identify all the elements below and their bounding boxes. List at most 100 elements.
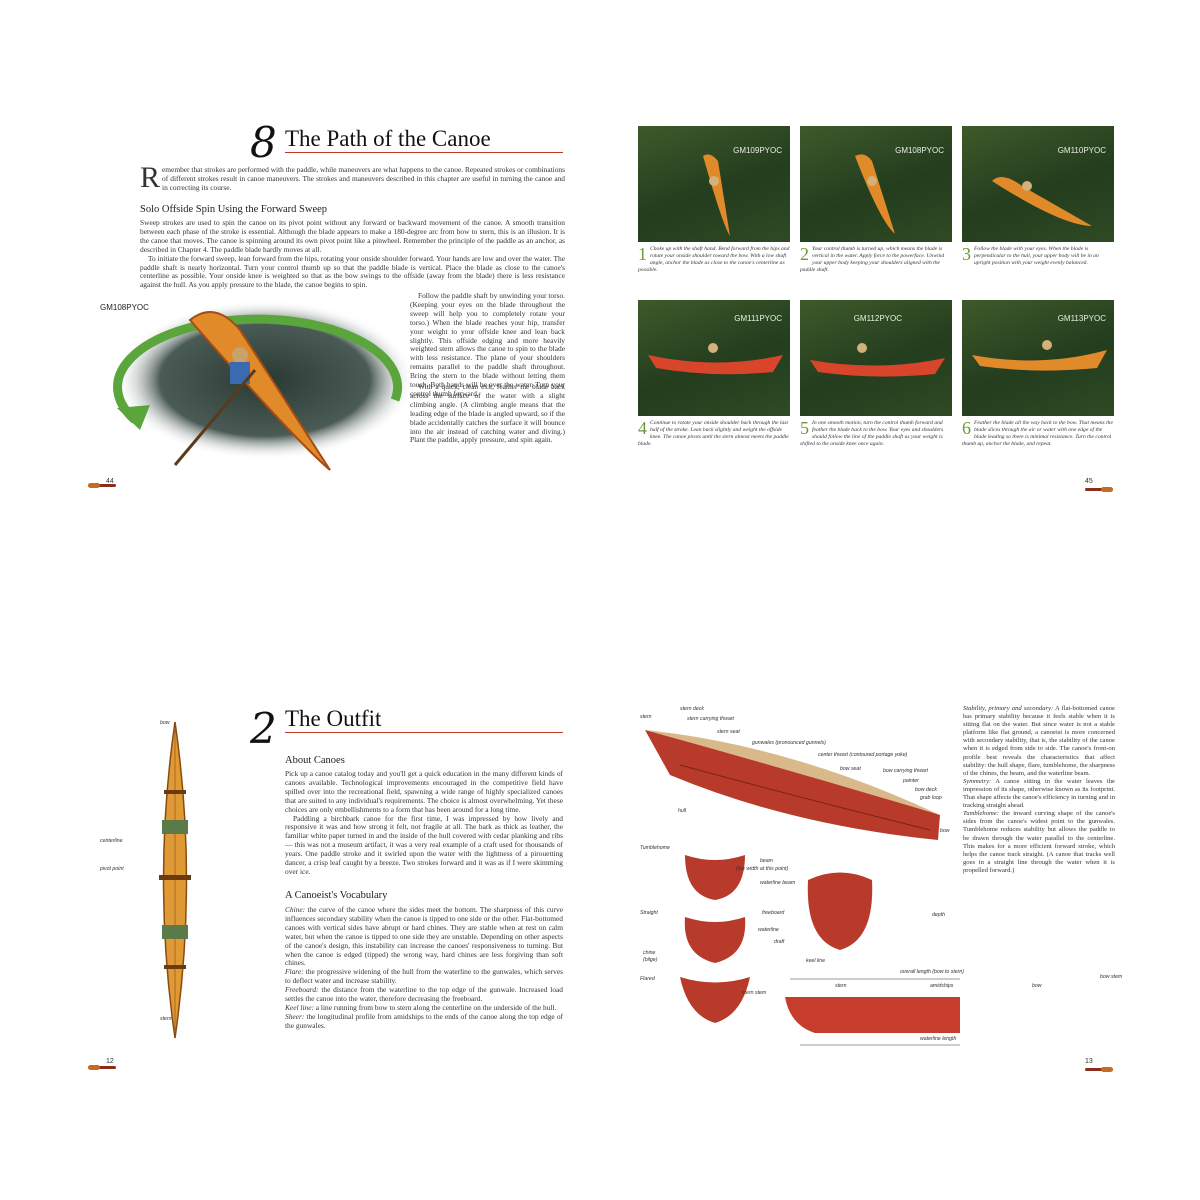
photo-4: GM111PYOC <box>638 300 790 416</box>
label-bow-thwart: bow carrying thwart <box>883 768 928 774</box>
vocab-item: Stability, primary and secondary: A flat… <box>963 705 1115 778</box>
label-stern-deck: stern deck <box>680 706 704 712</box>
label-tumblehome: Tumblehome <box>640 845 670 851</box>
label-beam: beam <box>760 858 773 864</box>
spin-illustration <box>113 300 415 471</box>
photo-code: GM109PYOC <box>733 146 782 155</box>
vocab-term: Chine: <box>285 905 306 914</box>
vocab-term: Tumblehome: <box>963 810 999 818</box>
canoe-anatomy-diagram <box>645 730 960 1046</box>
vocabulary-list: Chine: the curve of the canoe where the … <box>285 905 563 1031</box>
paddle-ornament <box>88 483 116 488</box>
caption-number: 6 <box>962 418 971 438</box>
title-rule <box>285 732 563 733</box>
label-stern-2: stern <box>835 983 847 989</box>
paddle-ornament <box>1085 487 1113 492</box>
label-stern: stern <box>640 714 652 720</box>
label-bow-seat: bow seat <box>840 766 861 772</box>
paragraph: Pick up a canoe catalog today and you'll… <box>285 769 563 814</box>
vocab-definition: a line running from bow to stern along t… <box>315 1002 557 1012</box>
label-stern-thwart: stern carrying thwart <box>687 716 734 722</box>
label-waterline: waterline <box>758 927 779 933</box>
vocab-item: Keel line: a line running from bow to st… <box>285 1002 563 1013</box>
intro-paragraph: R emember that strokes are performed wit… <box>140 161 565 194</box>
photo-code: GM110PYOC <box>1057 146 1106 155</box>
label-bow-deck: bow deck <box>915 787 937 793</box>
drop-cap: R <box>140 161 161 194</box>
label-pivot-point: pivot point <box>100 866 124 872</box>
paragraph: Sweep strokes are used to spin the canoe… <box>140 218 565 254</box>
label-chine: chine <box>643 950 656 956</box>
vocab-term: Symmetry: <box>963 777 992 785</box>
label-grab-loop: grab loop <box>920 795 942 801</box>
title-rule <box>285 152 563 153</box>
caption-text: Continue to rotate your onside shoulder … <box>638 420 789 447</box>
label-hull: hull <box>678 808 687 814</box>
label-bow-stem: bow stem <box>1100 974 1123 980</box>
vocab-item: Flare: the progressive widening of the h… <box>285 967 563 986</box>
paddler-body <box>230 362 250 384</box>
caption-number: 4 <box>638 418 647 438</box>
spin-arrow <box>113 314 403 424</box>
caption-number: 3 <box>962 244 971 264</box>
vocab-term: Stability, primary and secondary: <box>963 705 1054 712</box>
body-paragraph-4: With a quick, clean exit, feather the bl… <box>410 382 565 445</box>
photo-code: GM108PYOC <box>895 146 944 155</box>
vocab-definition: A canoe sitting in the water leaves the … <box>963 777 1115 810</box>
section-heading: Solo Offside Spin Using the Forward Swee… <box>140 204 328 215</box>
body-paragraph-3: Follow the paddle shaft by unwinding you… <box>410 291 565 398</box>
caption-text: Feather the blade all the way back to th… <box>962 420 1113 447</box>
caption-text: In one smooth motion, turn the control t… <box>800 420 944 447</box>
caption-number: 5 <box>800 418 809 438</box>
paragraph: Paddling a birchbark canoe for the first… <box>285 813 563 876</box>
label-freeboard: freeboard <box>762 910 785 916</box>
vocab-term: Freeboard: <box>285 985 319 995</box>
label-painter: painter <box>903 778 919 784</box>
canoe-top-view <box>159 721 191 1039</box>
vocab-definition: A flat-bottomed canoe has primary stabil… <box>963 705 1115 777</box>
vocab-definition: the longitudinal profile from amidships … <box>285 1011 563 1030</box>
vocab-term: Flare: <box>285 967 304 977</box>
label-draft: draft <box>774 939 785 945</box>
photo-code: GM112PYOC <box>853 314 902 323</box>
photo-3: GM110PYOC <box>962 126 1114 242</box>
intro-text: emember that strokes are performed with … <box>162 165 565 192</box>
vocab-term: Keel line: <box>285 1002 314 1012</box>
caption-number: 1 <box>638 244 647 264</box>
label-overall-length: overall length (bow to stern) <box>900 969 965 975</box>
label-straight: Straight <box>640 910 658 916</box>
section-heading-1: About Canoes <box>285 755 345 766</box>
label-centerline: centerline <box>100 838 123 844</box>
vocab-definition: the curve of the canoe where the sides m… <box>285 905 563 968</box>
label-stern-seat: stern seat <box>717 729 740 735</box>
section-heading-2: A Canoeist's Vocabulary <box>285 890 388 901</box>
photo-6: GM113PYOC <box>962 300 1114 416</box>
paddler-head <box>232 347 248 363</box>
photo-code: GM113PYOC <box>1057 314 1106 323</box>
label-bow: bow <box>940 828 950 834</box>
chapter-title: The Outfit <box>285 706 382 731</box>
label-bow: bow <box>160 720 170 726</box>
photo-2: GM108PYOC <box>800 126 952 242</box>
vocab-item: Symmetry: A canoe sitting in the water l… <box>963 778 1115 810</box>
vocabulary-list-continued: Stability, primary and secondary: A flat… <box>963 705 1115 875</box>
label-stern: stern <box>160 1016 172 1022</box>
paddle-ornament <box>88 1065 116 1070</box>
vocab-item: Sheer: the longitudinal profile from ami… <box>285 1011 563 1031</box>
caption-text: Your control thumb is turned up, which m… <box>800 246 945 273</box>
vocab-definition: the progressive widening of the hull fro… <box>285 967 563 986</box>
vocab-item: Freeboard: the distance from the waterli… <box>285 985 563 1004</box>
label-bow-2: bow <box>1032 983 1042 989</box>
label-waterline-beam: waterline beam <box>760 880 796 886</box>
label-flared: Flared <box>640 976 655 982</box>
label-keel-line: keel line <box>806 958 826 964</box>
page-number: 12 <box>106 1058 114 1065</box>
chapter-title: The Path of the Canoe <box>285 126 491 151</box>
caption-number: 2 <box>800 244 809 264</box>
paragraph: To initiate the forward sweep, lean forw… <box>140 253 565 290</box>
